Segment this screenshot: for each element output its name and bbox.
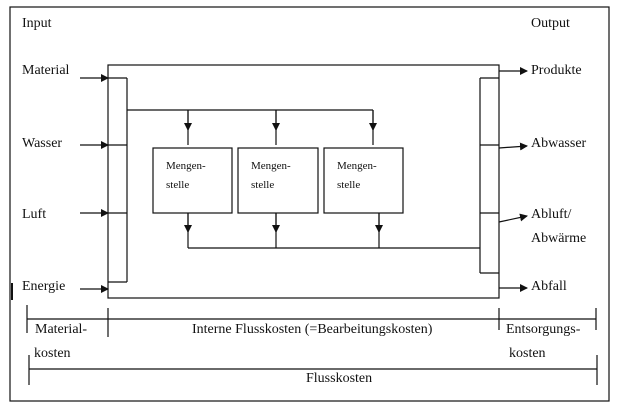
station-3-line1: Mengen- [337, 160, 377, 172]
output-abfall: Abfall [531, 279, 567, 294]
disposal-costs-line2: kosten [509, 346, 546, 361]
station-box-1 [152, 147, 233, 214]
input-arrows [80, 74, 109, 293]
total-flow-costs: Flusskosten [306, 371, 373, 386]
outer-frame [9, 6, 610, 402]
disposal-costs-line1: Entsorgungs- [506, 322, 581, 337]
input-luft: Luft [22, 207, 47, 222]
internal-flow-costs: Interne Flusskosten (=Bearbeitungskosten… [192, 322, 433, 337]
station-1-line1: Mengen- [166, 160, 206, 172]
output-arrows [498, 67, 528, 292]
distribution-arrows [184, 110, 377, 145]
process-box [107, 64, 500, 299]
input-wasser: Wasser [22, 136, 63, 151]
left-bus [108, 77, 373, 283]
output-produkte: Produkte [531, 63, 582, 78]
station-3-line2: stelle [337, 179, 361, 191]
station-1-line2: stelle [166, 179, 190, 191]
output-abluft: Abluft/ [531, 207, 572, 222]
material-costs-line2: kosten [34, 346, 71, 361]
material-costs-line1: Material- [35, 322, 88, 337]
station-2-line1: Mengen- [251, 160, 291, 172]
right-bus [479, 77, 499, 274]
cost-brackets [26, 305, 598, 385]
output-abwaerme: Abwärme [531, 231, 587, 246]
input-energie: Energie [22, 279, 66, 294]
input-heading: Input [22, 16, 52, 31]
collection-arrows [184, 213, 480, 249]
station-box-3 [323, 147, 404, 214]
station-box-2 [237, 147, 319, 214]
output-heading: Output [531, 16, 570, 31]
input-material: Material [22, 63, 70, 78]
output-abwasser: Abwasser [531, 136, 587, 151]
station-2-line2: stelle [251, 179, 275, 191]
